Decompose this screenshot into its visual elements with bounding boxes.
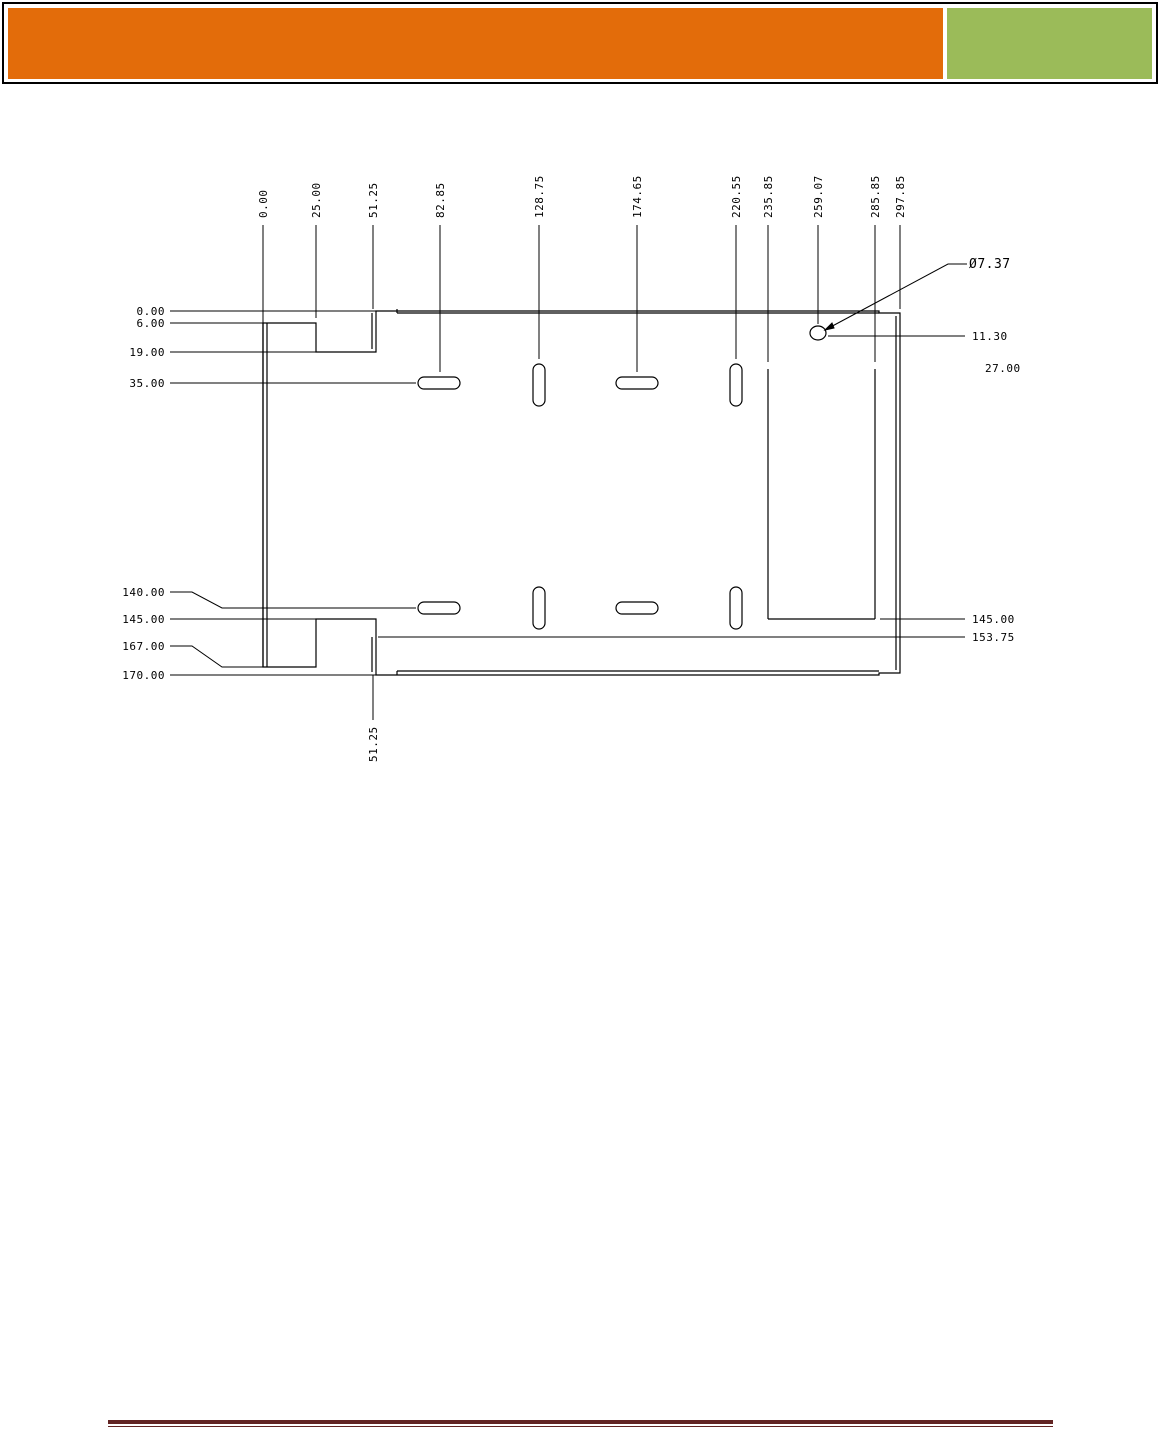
slot-vertical — [730, 364, 742, 406]
footer-rule — [108, 1420, 1053, 1424]
left-dim: 140.00 — [122, 586, 165, 599]
top-dim: 0.00 — [257, 190, 270, 219]
top-dimension-labels: 0.00 25.00 51.25 82.85 128.75 174.65 220… — [257, 175, 907, 218]
top-dim: 82.85 — [434, 182, 447, 218]
slot-horizontal — [616, 602, 658, 614]
top-dim: 220.55 — [730, 175, 743, 218]
top-dim: 259.07 — [812, 175, 825, 218]
top-dim: 25.00 — [310, 182, 323, 218]
right-dim: 153.75 — [972, 631, 1015, 644]
top-dim: 174.65 — [631, 175, 644, 218]
slots — [418, 326, 826, 629]
dimension-leaders — [170, 225, 967, 720]
hole-diameter-dim: Ø7.37 — [969, 257, 1011, 272]
left-dim: 19.00 — [129, 346, 165, 359]
right-dimension-labels: 11.30 27.00 145.00 153.75 — [972, 330, 1021, 644]
left-dim: 6.00 — [137, 317, 166, 330]
left-dim: 35.00 — [129, 377, 165, 390]
left-dim: 170.00 — [122, 669, 165, 682]
footer-thin-rule — [108, 1426, 1053, 1427]
top-dim: 51.25 — [367, 182, 380, 218]
slot-vertical — [533, 364, 545, 406]
slot-horizontal — [418, 602, 460, 614]
top-dim: 128.75 — [533, 175, 546, 218]
slot-vertical — [730, 587, 742, 629]
right-dim: 145.00 — [972, 613, 1015, 626]
top-dim: 235.85 — [762, 175, 775, 218]
right-dim: 11.30 — [972, 330, 1008, 343]
slot-vertical — [533, 587, 545, 629]
slot-horizontal — [418, 377, 460, 389]
left-dim: 145.00 — [122, 613, 165, 626]
hole — [810, 326, 826, 340]
sheet-outline — [263, 309, 900, 675]
top-dim: 285.85 — [869, 175, 882, 218]
left-dimension-labels: 0.00 6.00 19.00 35.00 140.00 145.00 167.… — [122, 305, 165, 682]
left-dim: 167.00 — [122, 640, 165, 653]
right-dim: 27.00 — [985, 362, 1021, 375]
bottom-dim: 51.25 — [367, 726, 380, 762]
top-dim: 297.85 — [894, 175, 907, 218]
slot-horizontal — [616, 377, 658, 389]
